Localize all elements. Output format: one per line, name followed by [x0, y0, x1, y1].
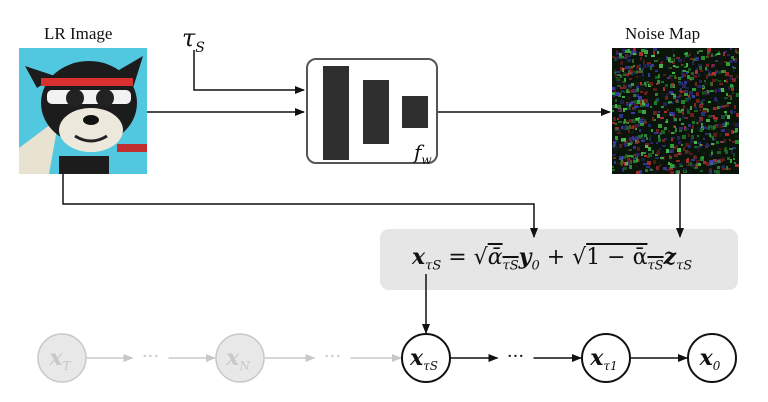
lr-image [19, 48, 147, 174]
eq-sqrt-2: √1 − ᾱτS [572, 245, 664, 274]
eq-z-sub: τS [676, 258, 693, 274]
chain-ellipsis-0: ··· [142, 346, 159, 367]
network-layer-2 [363, 80, 389, 144]
eq-sqrt-1: √ᾱτS [473, 245, 519, 274]
chain-node-0 [37, 333, 87, 383]
lr-image-label: LR Image [44, 24, 113, 43]
eq-plus: + [539, 245, 573, 270]
eq-y: y [518, 244, 532, 270]
chain-ellipsis-1: ··· [324, 346, 341, 367]
network-layer-3 [402, 96, 428, 128]
chain-node-2 [401, 333, 451, 383]
chain-node-3 [581, 333, 631, 383]
equation-box [380, 229, 738, 290]
noise-map-label: Noise Map [625, 24, 701, 43]
chain-node-4 [687, 333, 737, 383]
eq-z: z [663, 244, 677, 270]
network-label: fw [414, 140, 432, 167]
eq-equals: = [441, 245, 474, 270]
tau-s-label: τS [182, 24, 205, 56]
eq-lhs: x [412, 244, 426, 270]
chain-ellipsis-2: ··· [507, 346, 524, 367]
eq-y-sub: 0 [531, 258, 540, 274]
eq-lhs-sub: τS [425, 258, 442, 274]
noise-map-image [612, 48, 739, 174]
lr-to-equation-arrow [62, 174, 538, 238]
chain-node-1 [215, 333, 265, 383]
network-layer-1 [323, 66, 349, 160]
tau-to-network-arrow [193, 50, 305, 94]
network-block: fw [306, 58, 438, 167]
equation: xτS = √ᾱτSy0 + √1 − ᾱτSzτS [412, 244, 692, 273]
